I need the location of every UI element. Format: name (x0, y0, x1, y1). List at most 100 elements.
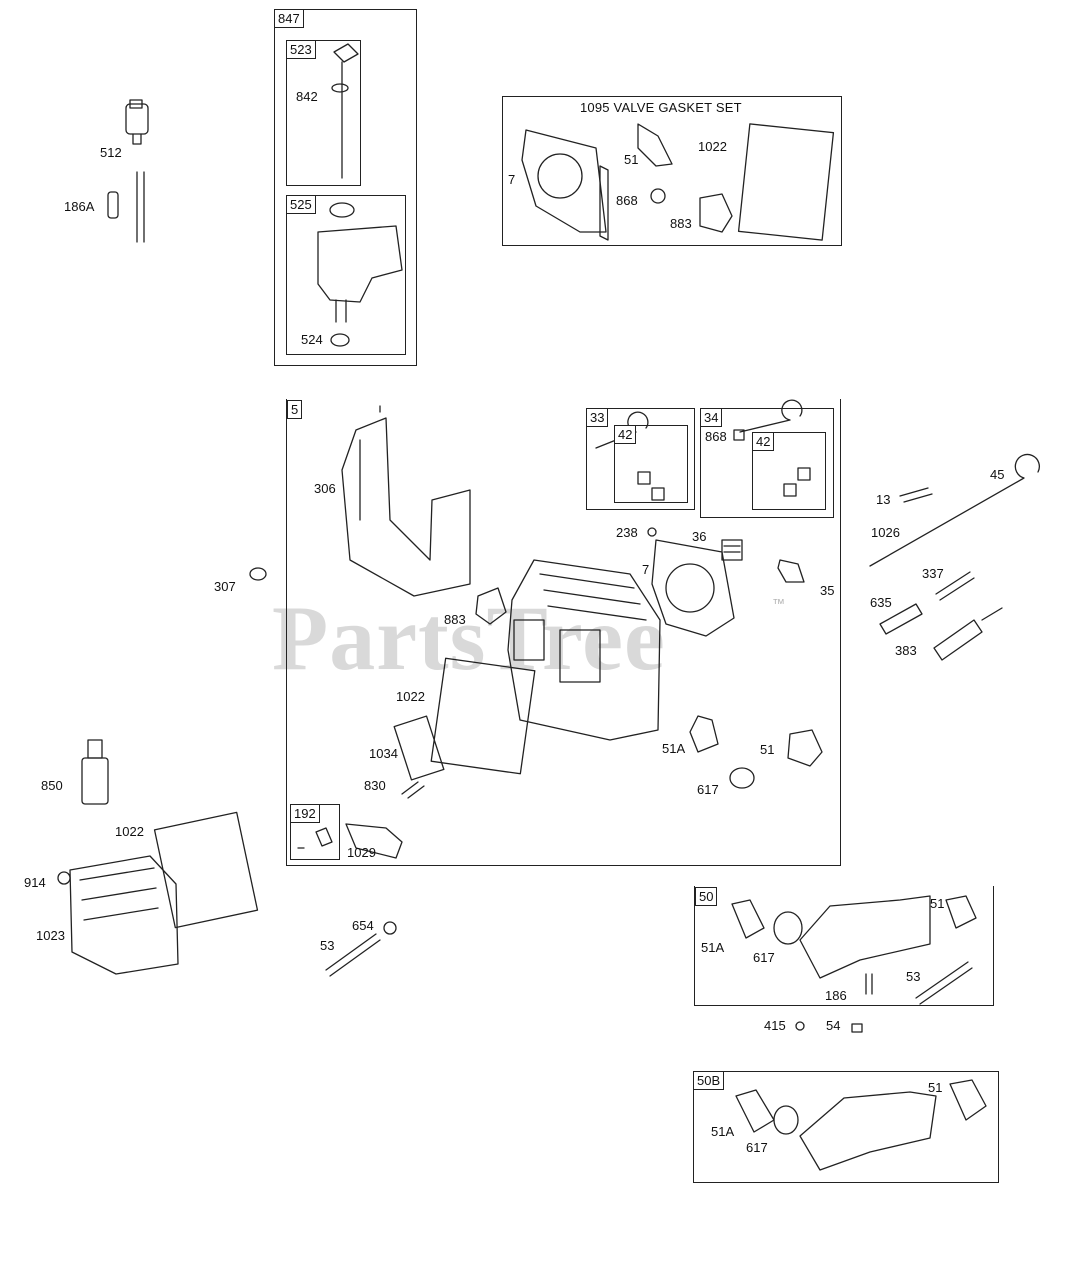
part-35-retainer (777, 559, 805, 583)
part-36-valve-spring (721, 539, 743, 561)
part-186a-tube (107, 171, 145, 243)
callout-883-set: 883 (670, 216, 692, 231)
callout-868-set: 868 (616, 193, 638, 208)
callout-51-box50b: 51 (928, 1080, 943, 1095)
part-50-intake-manifold (731, 895, 977, 1005)
part-45-valve (869, 453, 1040, 567)
part-cylinder-head (507, 559, 661, 741)
box-523 (286, 40, 361, 186)
callout-51a-box50: 51A (701, 940, 725, 955)
part-42-keeper-a (637, 471, 665, 501)
part-883-gasket (475, 587, 507, 625)
part-34-valve (733, 399, 803, 441)
callout-45: 45 (990, 467, 1005, 482)
part-51-gasket-set (637, 123, 673, 167)
part-238-dowel (647, 527, 657, 537)
callout-1026: 1026 (871, 525, 900, 540)
box-5 (286, 399, 841, 866)
callout-306: 306 (314, 481, 336, 496)
part-51-gasket (787, 729, 823, 767)
callout-337: 337 (922, 566, 944, 581)
callout-1034: 1034 (369, 746, 398, 761)
part-914-screw (57, 871, 71, 885)
callout-383: 383 (895, 643, 917, 658)
callout-1022-cover: 1022 (115, 824, 144, 839)
box-50-tag: 50 (695, 887, 718, 906)
part-7-gasket-set (521, 129, 609, 241)
part-1023-rocker-cover (69, 855, 179, 975)
callout-850: 850 (41, 778, 63, 793)
callout-238: 238 (616, 525, 638, 540)
box-525 (286, 195, 406, 355)
callout-13: 13 (876, 492, 891, 507)
box-1095-valve-gasket-set (502, 96, 842, 246)
callout-524: 524 (301, 332, 323, 347)
box-847-tag: 847 (275, 10, 304, 28)
callout-883: 883 (444, 612, 466, 627)
watermark-trademark: ™ (772, 596, 785, 611)
part-53-stud (325, 933, 381, 977)
part-654-nut (383, 921, 397, 935)
box-523-tag: 523 (287, 41, 316, 59)
box-42-a-tag: 42 (615, 426, 637, 444)
callout-617-box50: 617 (753, 950, 775, 965)
part-192-fitting (297, 827, 333, 849)
callout-1029: 1029 (347, 845, 376, 860)
part-51a-gasket (689, 715, 719, 753)
callout-186: 186 (825, 988, 847, 1003)
part-617-seal (729, 767, 755, 789)
callout-1023: 1023 (36, 928, 65, 943)
callout-307: 307 (214, 579, 236, 594)
box-50 (694, 886, 994, 1006)
callout-868-box34: 868 (705, 429, 727, 444)
callout-7-set: 7 (508, 172, 516, 187)
callout-415: 415 (764, 1018, 786, 1033)
box-34-tag: 34 (701, 409, 723, 427)
part-525-oil-fill-tube (317, 202, 403, 347)
part-830-screw (401, 781, 425, 799)
part-54-screw (851, 1023, 863, 1033)
part-306-shroud (341, 405, 471, 597)
part-13-screw (899, 487, 933, 503)
box-33 (586, 408, 695, 510)
box-42-b-tag: 42 (753, 433, 775, 451)
box-192-tag: 192 (291, 805, 320, 823)
callout-186a: 186A (64, 199, 95, 214)
part-1022-gasket (430, 657, 536, 775)
part-307-plug (249, 567, 267, 581)
callout-36: 36 (692, 529, 707, 544)
callout-842: 842 (296, 89, 318, 104)
part-1022-gasket-cover (153, 811, 259, 929)
callout-1022-set: 1022 (698, 139, 727, 154)
box-847 (274, 9, 417, 366)
box-42-a (614, 425, 688, 503)
callout-617: 617 (697, 782, 719, 797)
part-523-dipstick (331, 43, 359, 179)
box-1095-title: 1095 VALVE GASKET SET (580, 100, 742, 115)
part-42-keeper-b (783, 467, 811, 497)
part-635-boot (879, 603, 923, 635)
callout-35: 35 (820, 583, 835, 598)
part-1029-tube (345, 823, 403, 859)
callout-654: 654 (352, 918, 374, 933)
callout-51-box50: 51 (930, 896, 945, 911)
box-50b-tag: 50B (694, 1072, 725, 1090)
part-1022-gasket-set (737, 123, 835, 241)
box-42-b (752, 432, 826, 510)
part-50b-intake-manifold (735, 1079, 987, 1171)
callout-1022: 1022 (396, 689, 425, 704)
box-192 (290, 804, 340, 860)
callout-617-box50b: 617 (746, 1140, 768, 1155)
callout-635: 635 (870, 595, 892, 610)
part-868-seal-set (650, 188, 666, 204)
part-1034-breather (393, 715, 445, 781)
box-34 (700, 408, 834, 518)
callout-53-box50: 53 (906, 969, 921, 984)
callout-914: 914 (24, 875, 46, 890)
callout-830: 830 (364, 778, 386, 793)
callout-7-head: 7 (642, 562, 650, 577)
part-383-wire (933, 607, 1003, 661)
callout-51a: 51A (662, 741, 686, 756)
part-415-nut (795, 1021, 805, 1031)
